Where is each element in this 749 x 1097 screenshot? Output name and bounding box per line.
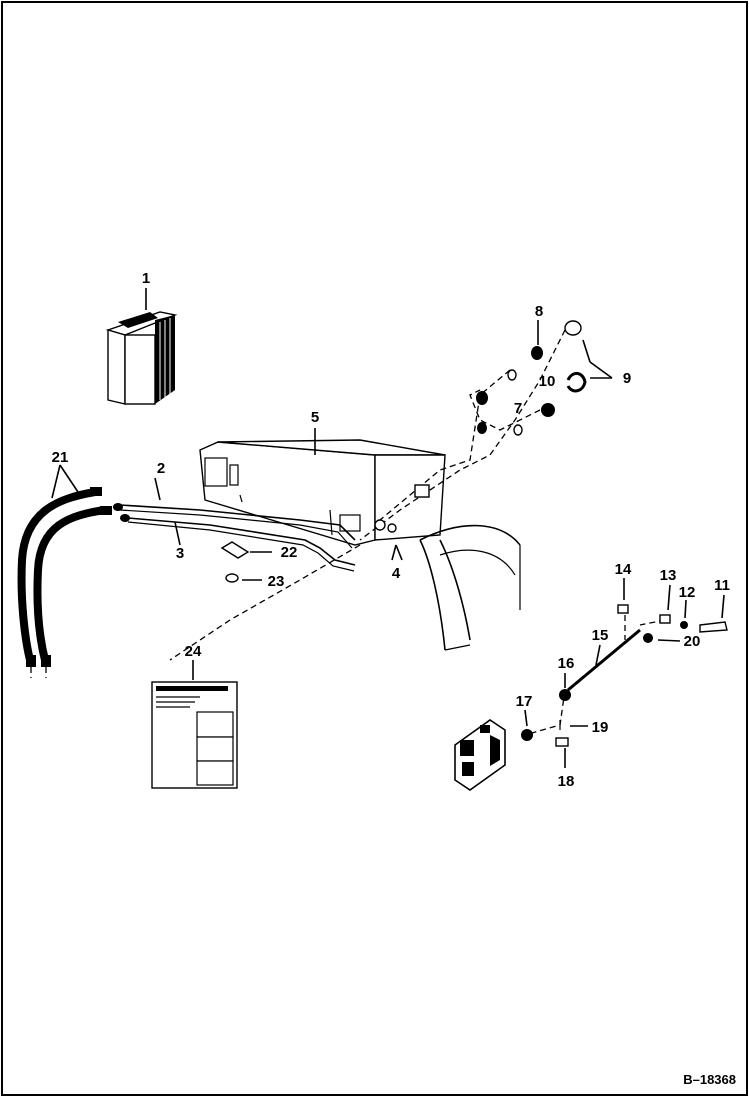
part-4-fittings — [374, 484, 430, 561]
callout-2: 2 — [157, 460, 165, 477]
callout-24: 24 — [185, 643, 202, 660]
callout-7: 7 — [514, 400, 522, 417]
callout-22: 22 — [281, 544, 298, 561]
parts-7-10-fittings — [476, 320, 613, 436]
callout-18: 18 — [558, 773, 575, 790]
callout-11: 11 — [714, 577, 730, 594]
callout-5: 5 — [311, 409, 319, 426]
callout-19: 19 — [592, 719, 609, 736]
linkage-parts — [454, 578, 728, 791]
callout-4: 4 — [392, 565, 401, 582]
callout-1: 1 — [142, 270, 150, 287]
callout-labels: 1 2 3 4 5 7 8 9 10 11 12 13 14 15 16 17 … — [52, 270, 730, 790]
callout-16: 16 — [558, 655, 575, 672]
callout-12: 12 — [679, 584, 696, 601]
callout-10: 10 — [539, 373, 556, 390]
part-24-decal — [151, 660, 238, 789]
callout-9: 9 — [623, 370, 631, 387]
callout-14: 14 — [615, 561, 632, 578]
callout-23: 23 — [268, 573, 285, 590]
callout-20: 20 — [684, 633, 701, 650]
callout-15: 15 — [592, 627, 609, 644]
part-2-3-tubes — [113, 477, 356, 572]
part-1-kit-box — [105, 288, 178, 405]
callout-3: 3 — [176, 545, 184, 562]
part-5-mount-frame — [199, 428, 446, 546]
part-21-hoses — [17, 464, 112, 678]
machine-fender — [419, 524, 521, 651]
callout-17: 17 — [516, 693, 533, 710]
callout-13: 13 — [660, 567, 677, 584]
parts-22-23-clamp — [220, 541, 272, 583]
callout-8: 8 — [535, 303, 543, 320]
callout-21: 21 — [52, 449, 69, 466]
figure-reference-number: B–18368 — [683, 1072, 736, 1087]
